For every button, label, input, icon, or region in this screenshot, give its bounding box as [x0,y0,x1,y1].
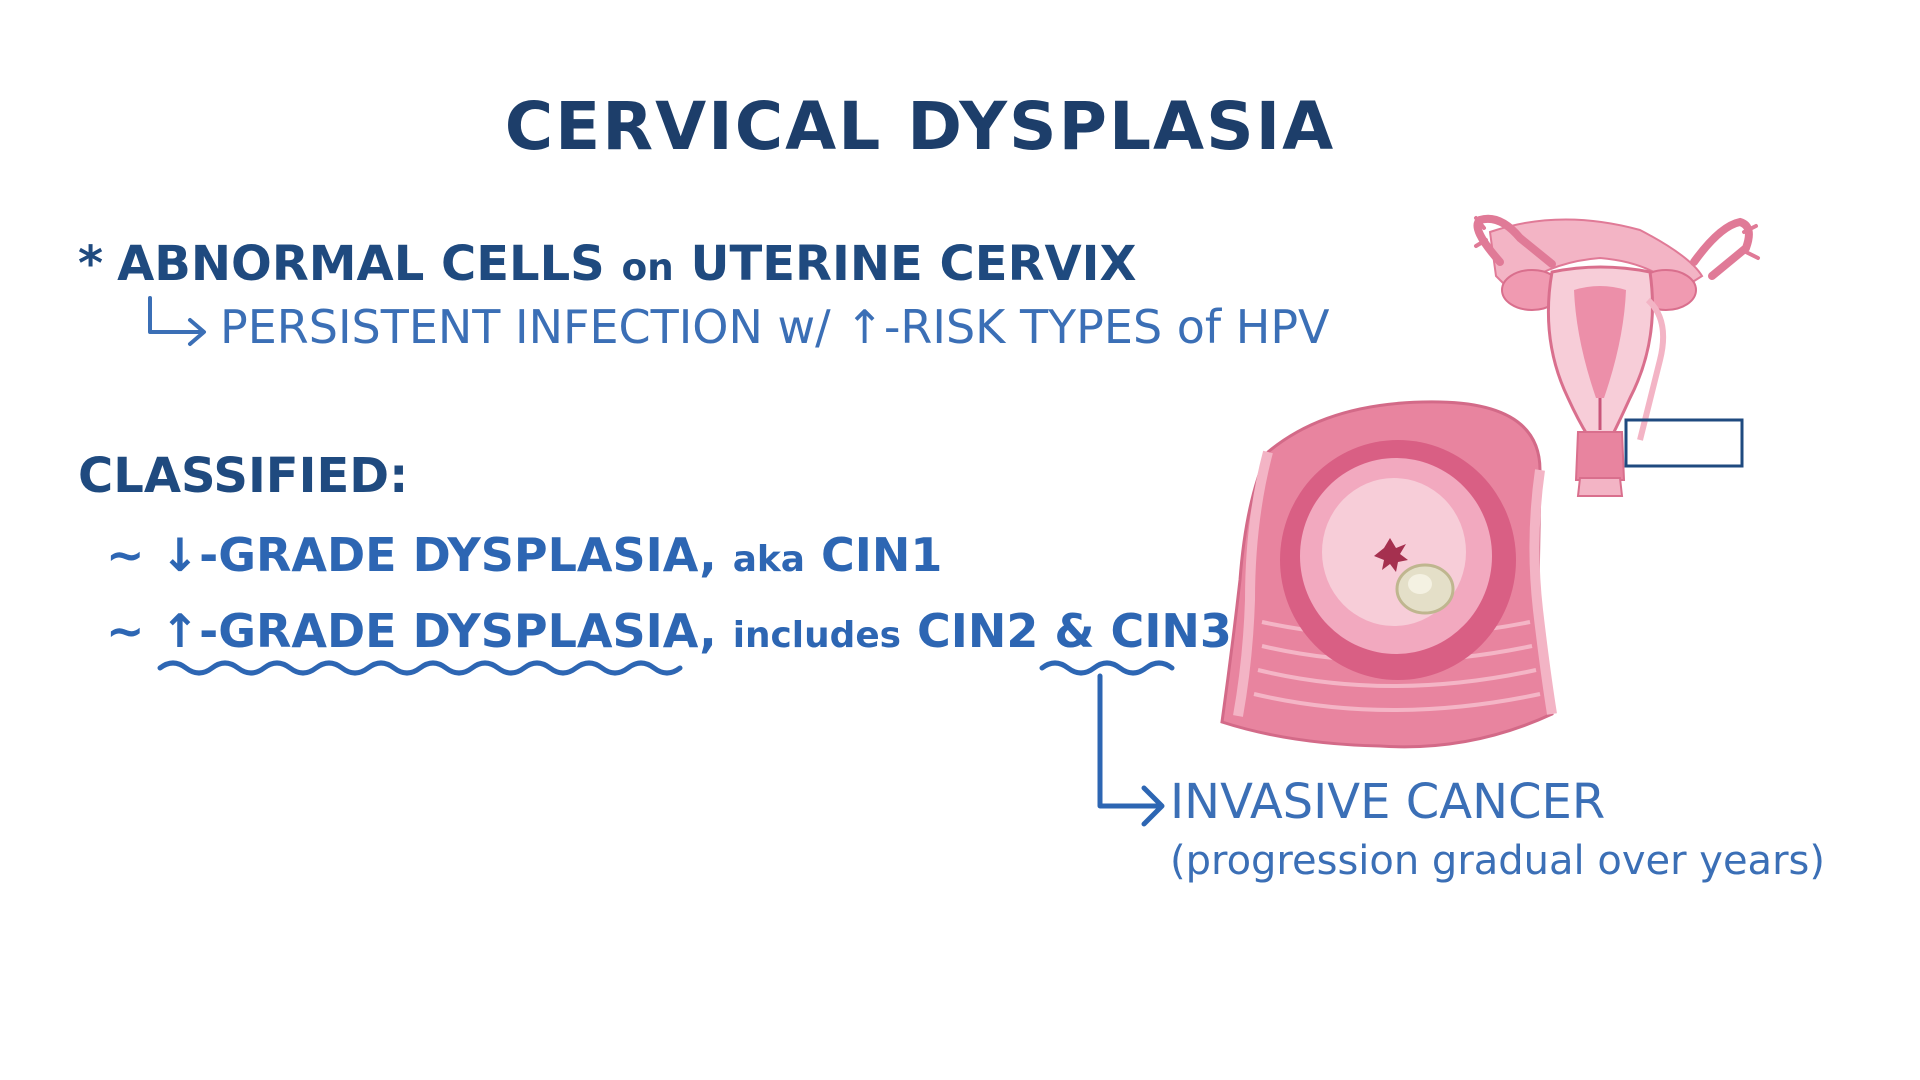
classification-item-high-grade: ~ ↑-GRADE DYSPLASIA, includes CIN2 & CIN… [106,604,1232,658]
definition-main-2: UTERINE CERVIX [690,236,1137,292]
tilde-prefix: ~ [106,528,145,582]
bullet-asterisk: * [78,236,104,292]
grade-label: ↑-GRADE DYSPLASIA, [160,604,717,658]
uterus-illustration [1473,214,1760,497]
cervix-closeup-illustration [1220,400,1557,749]
grade-connector: aka [732,539,805,580]
page-title: CERVICAL DYSPLASIA [504,88,1336,165]
grade-label: ↓-GRADE DYSPLASIA, [160,528,717,582]
classification-item-low-grade: ~ ↓-GRADE DYSPLASIA, aka CIN1 [106,528,942,582]
grade-codes: CIN1 [821,528,943,582]
definition-connector: on [621,245,674,289]
outcome-label: INVASIVE CANCER [1170,774,1606,830]
wavy-underline-cin3 [1039,660,1175,676]
wavy-underline-high-grade [157,660,683,676]
progression-arrow-icon [1097,673,1165,827]
definition-line: *ABNORMAL CELLS on UTERINE CERVIX [78,236,1137,292]
hook-arrow-icon [148,296,206,346]
grade-connector: includes [732,615,902,656]
grade-codes: CIN2 & CIN3 [917,604,1232,658]
cause-line: PERSISTENT INFECTION w/ ↑-RISK TYPES of … [220,300,1330,354]
tilde-prefix: ~ [106,604,145,658]
classified-heading: CLASSIFIED: [78,448,409,504]
outcome-note: (progression gradual over years) [1170,838,1825,884]
definition-main-1: ABNORMAL CELLS [117,236,605,292]
